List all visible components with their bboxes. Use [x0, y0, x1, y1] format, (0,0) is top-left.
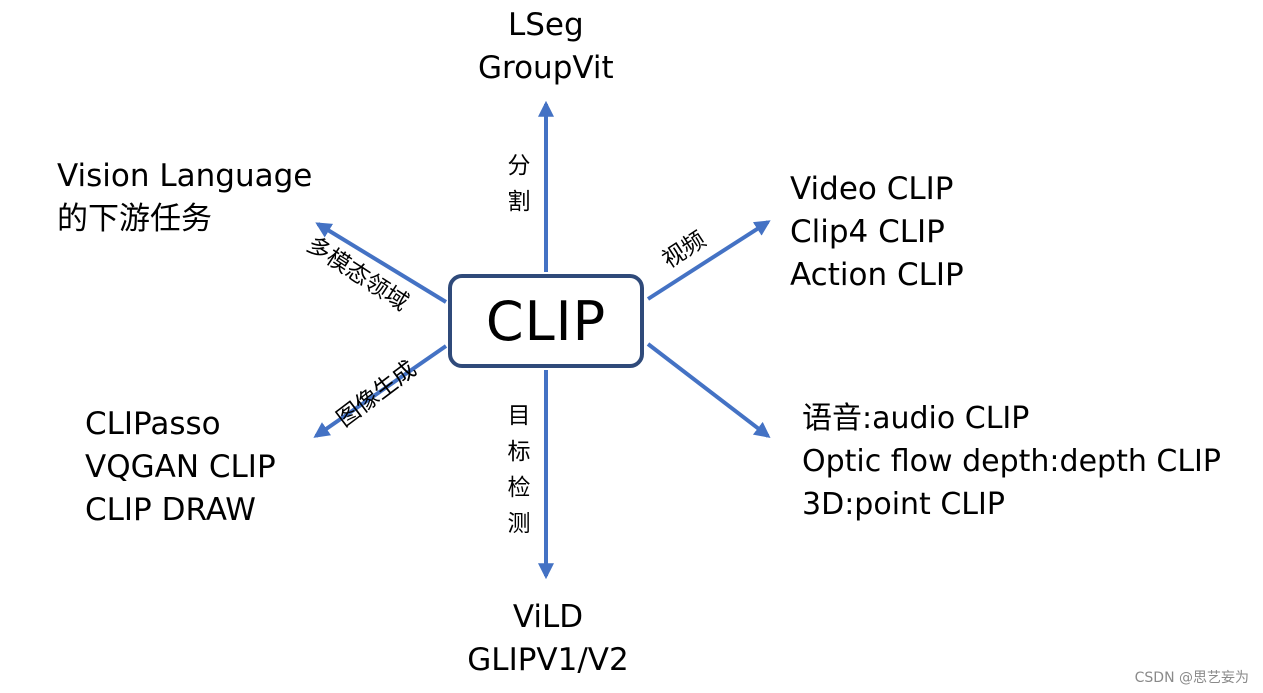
group-top: LSeg GroupVit	[478, 4, 614, 90]
edge-label-detection-char: 测	[507, 511, 531, 537]
group-bottom: ViLD GLIPV1/V2	[466, 596, 630, 682]
group-upper-right-item: Clip4 CLIP	[790, 214, 945, 250]
edge-label-segmentation-char: 割	[507, 189, 531, 215]
edge-label-detection-char: 检	[507, 475, 531, 501]
group-lower-right-item: Optic flow depth:depth CLIP	[802, 444, 1221, 479]
group-upper-right-item: Video CLIP	[790, 171, 954, 207]
group-bottom-item: GLIPV1/V2	[467, 642, 629, 678]
clip-center-box: CLIP	[448, 274, 644, 368]
edge-label-detection: 目标检测	[506, 398, 532, 542]
group-upper-left-item: Vision Language	[57, 158, 313, 194]
group-lower-right: 语音:audio CLIP Optic flow depth:depth CLI…	[802, 397, 1221, 526]
group-top-item: GroupVit	[478, 50, 614, 86]
group-lower-left-item: CLIPasso	[85, 406, 221, 442]
watermark: CSDN @思艺妄为	[1134, 670, 1249, 686]
group-lower-left-item: VQGAN CLIP	[85, 449, 276, 485]
group-upper-right: Video CLIP Clip4 CLIP Action CLIP	[790, 168, 964, 297]
center-label: CLIP	[485, 289, 607, 353]
arrow-upper-right	[646, 220, 771, 301]
arrow-lower-left	[313, 344, 448, 438]
edge-label-segmentation-char: 分	[507, 153, 531, 179]
edge-label-detection-char: 标	[507, 439, 531, 465]
edge-label-detection-char: 目	[507, 403, 531, 429]
group-upper-right-item: Action CLIP	[790, 257, 964, 293]
group-bottom-item: ViLD	[512, 599, 584, 635]
group-lower-left-item: CLIP DRAW	[85, 492, 256, 528]
arrow-upper-left	[315, 222, 448, 304]
edge-label-segmentation: 分割	[506, 148, 532, 220]
arrow-lower-right	[646, 342, 771, 438]
group-lower-left: CLIPasso VQGAN CLIP CLIP DRAW	[85, 403, 276, 532]
group-upper-left-item: 的下游任务	[57, 201, 212, 237]
group-upper-left: Vision Language 的下游任务	[57, 155, 312, 241]
group-lower-right-item: 语音:audio CLIP	[802, 401, 1030, 436]
group-lower-right-item: 3D:point CLIP	[802, 487, 1005, 522]
group-top-item: LSeg	[507, 7, 584, 43]
